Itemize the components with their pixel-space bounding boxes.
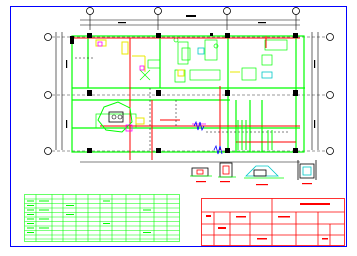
grid-bubble-top-1 [86, 7, 94, 15]
grid-bubble-right-1 [326, 33, 334, 41]
equipment-symbols [97, 41, 273, 125]
grid-bubble-top-2 [154, 7, 162, 15]
hidden-lines [75, 57, 290, 150]
grid-bubbles [44, 7, 334, 155]
piping-lines [72, 36, 300, 160]
green-vertical-pipes [237, 120, 273, 150]
grid-bubble-top-4 [292, 7, 300, 15]
interior-details [95, 37, 288, 129]
title-block-text [206, 203, 330, 240]
grid-bubble-right-3 [326, 147, 334, 155]
building-walls [71, 35, 305, 153]
detail-section-3 [244, 165, 284, 186]
plan-annotations [66, 22, 316, 128]
grid-bubble-right-2 [326, 91, 334, 99]
valve-symbols [193, 120, 223, 155]
grid-bubble-left-2 [44, 91, 52, 99]
detail-section-1 [190, 167, 212, 183]
sheet-border [10, 6, 347, 247]
yellow-fixtures [95, 39, 240, 125]
title-block [201, 198, 345, 246]
grid-bubble-top-3 [223, 7, 231, 15]
structural-columns [70, 33, 298, 153]
detail-section-4 [297, 160, 317, 185]
overall-dimension-text [186, 15, 196, 17]
grid-bubble-left-3 [44, 147, 52, 155]
grid-axis-lines [52, 36, 326, 152]
material-table-text [27, 200, 151, 233]
dimension-lines [55, 14, 319, 163]
tank-equipment [97, 101, 133, 133]
grid-bubble-left-1 [44, 33, 52, 41]
detail-section-2 [218, 162, 236, 183]
material-table [24, 194, 180, 242]
